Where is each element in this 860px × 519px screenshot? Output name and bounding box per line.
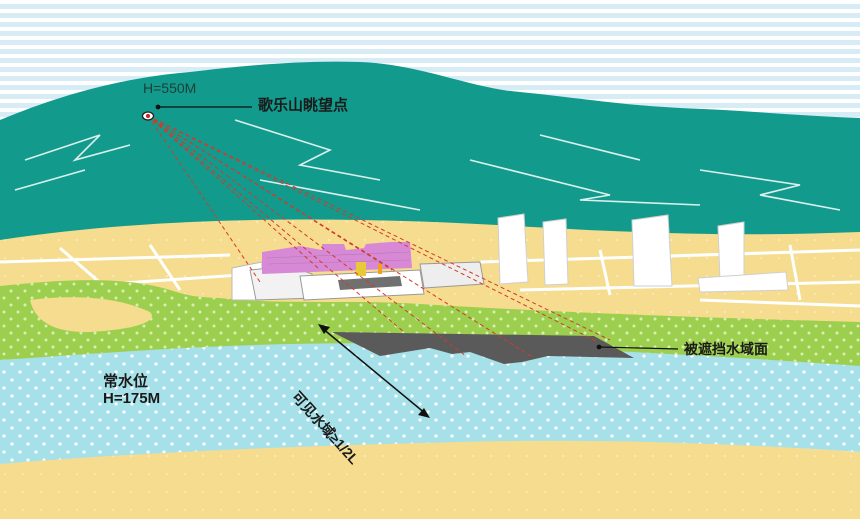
normal-level-value: H=175M bbox=[103, 390, 161, 407]
near-sandbank bbox=[0, 440, 860, 519]
normal-water-level-label: 常水位 H=175M bbox=[103, 373, 160, 407]
mountain bbox=[0, 61, 860, 240]
mountain-ridges bbox=[14, 119, 841, 211]
sight-lines bbox=[147, 115, 611, 359]
normal-level-title: 常水位 bbox=[103, 373, 149, 390]
elevation-label: H=550M bbox=[143, 80, 197, 96]
leader-lines bbox=[155, 104, 679, 350]
blocked-water-shadow bbox=[332, 332, 634, 364]
main-complex bbox=[231, 242, 485, 301]
sand-patch bbox=[30, 297, 152, 333]
viewpoint-label: 歌乐山眺望点 bbox=[258, 97, 349, 114]
river-water bbox=[0, 343, 860, 464]
towers bbox=[497, 213, 789, 293]
viewpoint-eye-icon bbox=[141, 111, 155, 121]
blocked-water-label: 被遮挡水域面 bbox=[684, 341, 768, 357]
double-arrow-icon bbox=[318, 324, 430, 418]
